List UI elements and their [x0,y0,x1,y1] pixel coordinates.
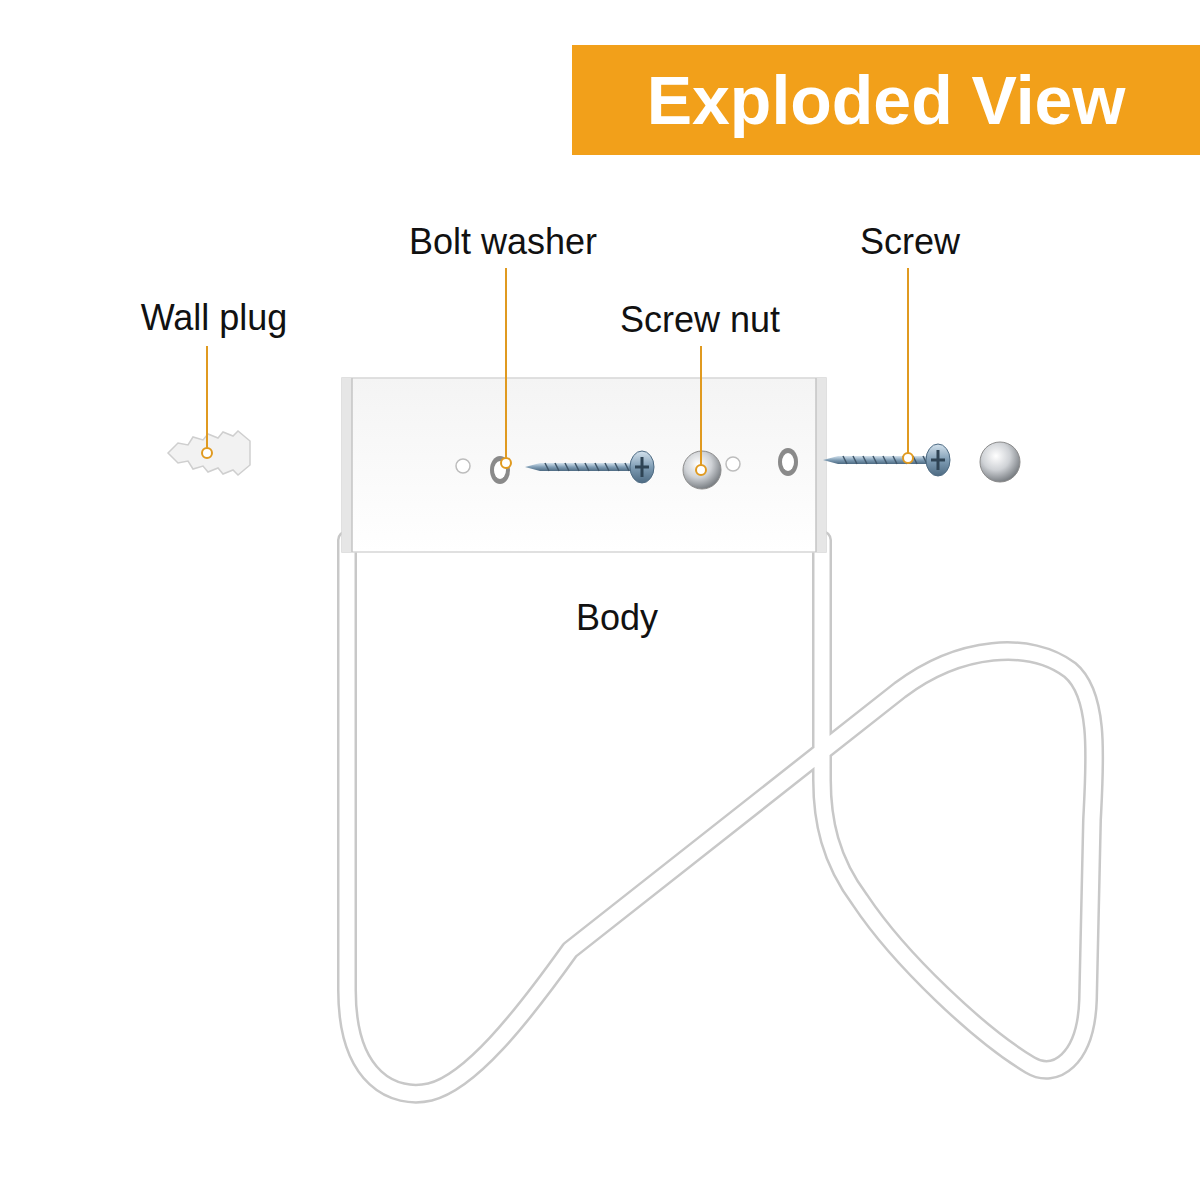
wire-hook [347,540,1094,1094]
screw [823,444,950,476]
title: Exploded View [647,63,1126,138]
part-name: Body [576,598,658,638]
part-name: Wall plug [141,298,288,338]
title-banner: Exploded View [572,45,1200,155]
screw [525,451,654,483]
screw-cap [980,442,1020,482]
part-name: Screw [860,222,960,262]
part-name: Screw nut [620,300,780,340]
leader-lines [202,268,913,475]
mounting-plate [342,378,826,552]
part-name: Bolt washer [409,222,597,262]
wall-plug [168,431,250,475]
